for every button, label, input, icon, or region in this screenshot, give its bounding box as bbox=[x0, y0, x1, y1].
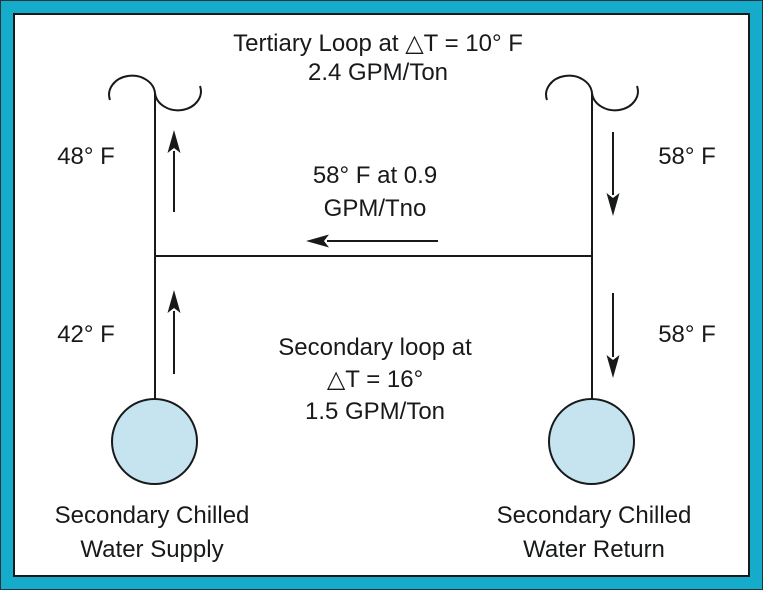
tertiary-loop-title-line2: 2.4 GPM/Ton bbox=[307, 59, 449, 86]
supply-circle-label-line2: Water Supply bbox=[80, 536, 224, 563]
secondary-loop-label-line1: Secondary loop at bbox=[278, 334, 472, 361]
crossover-label-line2: GPM/Tno bbox=[323, 195, 427, 222]
supply-circle bbox=[111, 398, 198, 485]
return-circle-label-line1: Secondary Chilled bbox=[496, 502, 692, 529]
return-flow-down-arrow-top-head bbox=[606, 193, 620, 216]
temp-label-48f: 48° F bbox=[57, 143, 115, 170]
temp-label-42f: 42° F bbox=[57, 321, 115, 348]
return-flow-down-arrow-bottom-head bbox=[606, 355, 620, 378]
crossover-label-line1: 58° F at 0.9 bbox=[312, 162, 438, 189]
return-circle bbox=[548, 398, 635, 485]
temp-label-58f-bottom: 58° F bbox=[658, 321, 716, 348]
return-circle-label-line2: Water Return bbox=[523, 536, 665, 563]
crossover-flow-left-arrow-head bbox=[306, 234, 329, 248]
secondary-loop-label-line2: △T = 16° bbox=[326, 366, 424, 393]
secondary-loop-label-line3: 1.5 GPM/Ton bbox=[304, 398, 446, 425]
supply-circle-label-line1: Secondary Chilled bbox=[54, 502, 250, 529]
temp-label-58f-top: 58° F bbox=[658, 143, 716, 170]
tertiary-loop-title-line1: Tertiary Loop at △T = 10° F bbox=[233, 30, 523, 57]
supply-flow-up-arrow-top-head bbox=[167, 130, 181, 153]
supply-flow-up-arrow-bottom-head bbox=[167, 290, 181, 313]
